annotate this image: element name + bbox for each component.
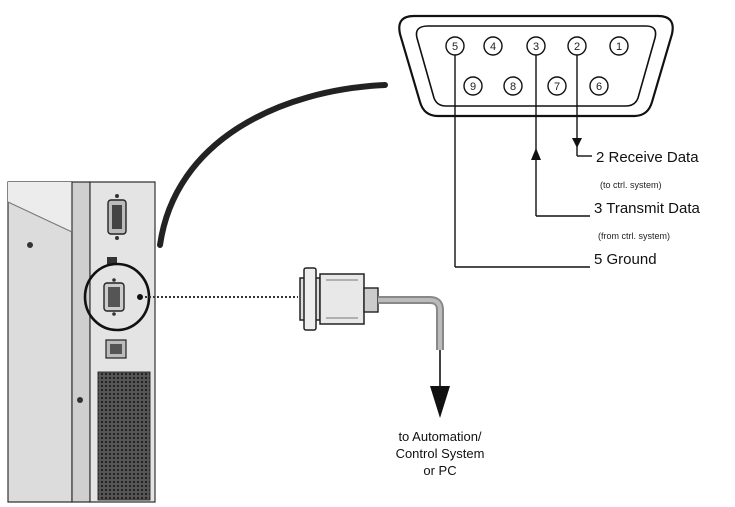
svg-text:6: 6 [596, 81, 602, 93]
pin-4: 4 [483, 36, 503, 56]
device-usb-port [107, 257, 117, 265]
svg-text:4: 4 [490, 41, 496, 53]
device-rs232-port [103, 278, 125, 316]
svg-text:1: 1 [616, 41, 622, 53]
svg-text:5: 5 [452, 41, 458, 53]
svg-text:8: 8 [510, 81, 516, 93]
transmit-data-label: 3 Transmit Data [594, 200, 701, 217]
pin-3: 3 [526, 36, 546, 56]
device-lan-port [105, 339, 127, 359]
destination-line-2: Control System [396, 446, 485, 461]
svg-text:7: 7 [554, 81, 560, 93]
transmit-arrow-icon [531, 148, 541, 160]
ground-line [454, 55, 590, 268]
pin-1: 1 [609, 36, 629, 56]
destination-line-3: or PC [423, 463, 456, 478]
transmit-data-sublabel: (from ctrl. system) [598, 231, 670, 241]
receive-arrow-icon [572, 138, 582, 148]
device-vent-grille [97, 371, 151, 501]
pin-8: 8 [503, 76, 523, 96]
ground-label: 5 Ground [594, 251, 657, 268]
receive-data-line [572, 55, 592, 157]
pin-9: 9 [463, 76, 483, 96]
svg-text:3: 3 [533, 41, 539, 53]
destination-line-1: to Automation/ [398, 429, 481, 444]
serial-cable [378, 296, 444, 350]
receive-data-sublabel: (to ctrl. system) [600, 180, 662, 190]
pin-7: 7 [547, 76, 567, 96]
pin-6: 6 [589, 76, 609, 96]
device-video-port [107, 194, 127, 240]
device-side-panel [7, 181, 156, 503]
pin-2: 2 [567, 36, 587, 56]
svg-text:9: 9 [470, 81, 476, 93]
device-screw-icon [27, 242, 33, 248]
zoom-leader-curve [157, 82, 388, 248]
svg-text:2: 2 [574, 41, 580, 53]
receive-data-label: 2 Receive Data [596, 149, 699, 166]
device-screw-icon [77, 397, 83, 403]
down-arrow-icon [430, 386, 450, 418]
db9-cable-plug [299, 267, 379, 331]
pin-5: 5 [445, 36, 465, 56]
transmit-data-line [531, 55, 590, 217]
